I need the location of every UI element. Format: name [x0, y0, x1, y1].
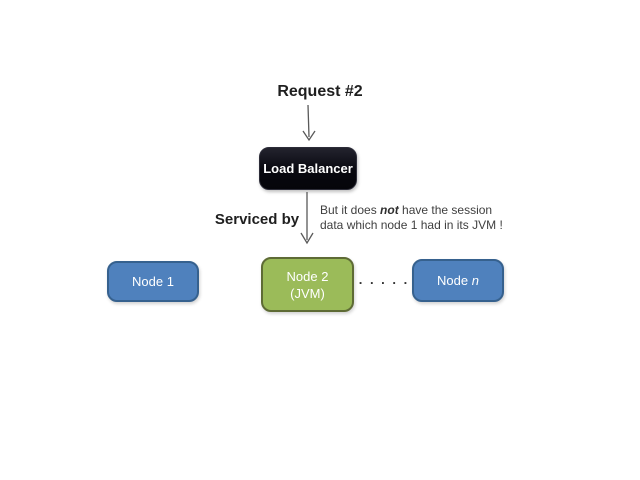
node-2-box: Node 2 (JVM): [261, 257, 354, 312]
session-note-line2: data which node 1 had in its JVM !: [320, 218, 503, 232]
request-to-loadbalancer-arrow: [302, 104, 316, 142]
node-n-box: Node n: [412, 259, 504, 302]
node-n-label: Node n: [437, 273, 479, 288]
request-title: Request #2: [277, 83, 363, 100]
node-2-label-line2: (JVM): [290, 285, 325, 301]
session-note-line1: But it does not have the session: [320, 203, 493, 217]
loadbalancer-to-node2-arrow: [300, 192, 314, 245]
node-1-box: Node 1: [107, 261, 199, 302]
session-note: But it does not have the session data wh…: [320, 203, 520, 233]
node-2-label-line1: Node 2: [286, 268, 329, 284]
load-balancer-box: Load Balancer: [259, 147, 357, 190]
ellipsis-dots: . . . . .: [358, 272, 410, 287]
serviced-by-label: Serviced by: [214, 211, 300, 228]
node-1-label: Node 1: [132, 274, 174, 289]
load-balancer-label: Load Balancer: [263, 161, 353, 176]
